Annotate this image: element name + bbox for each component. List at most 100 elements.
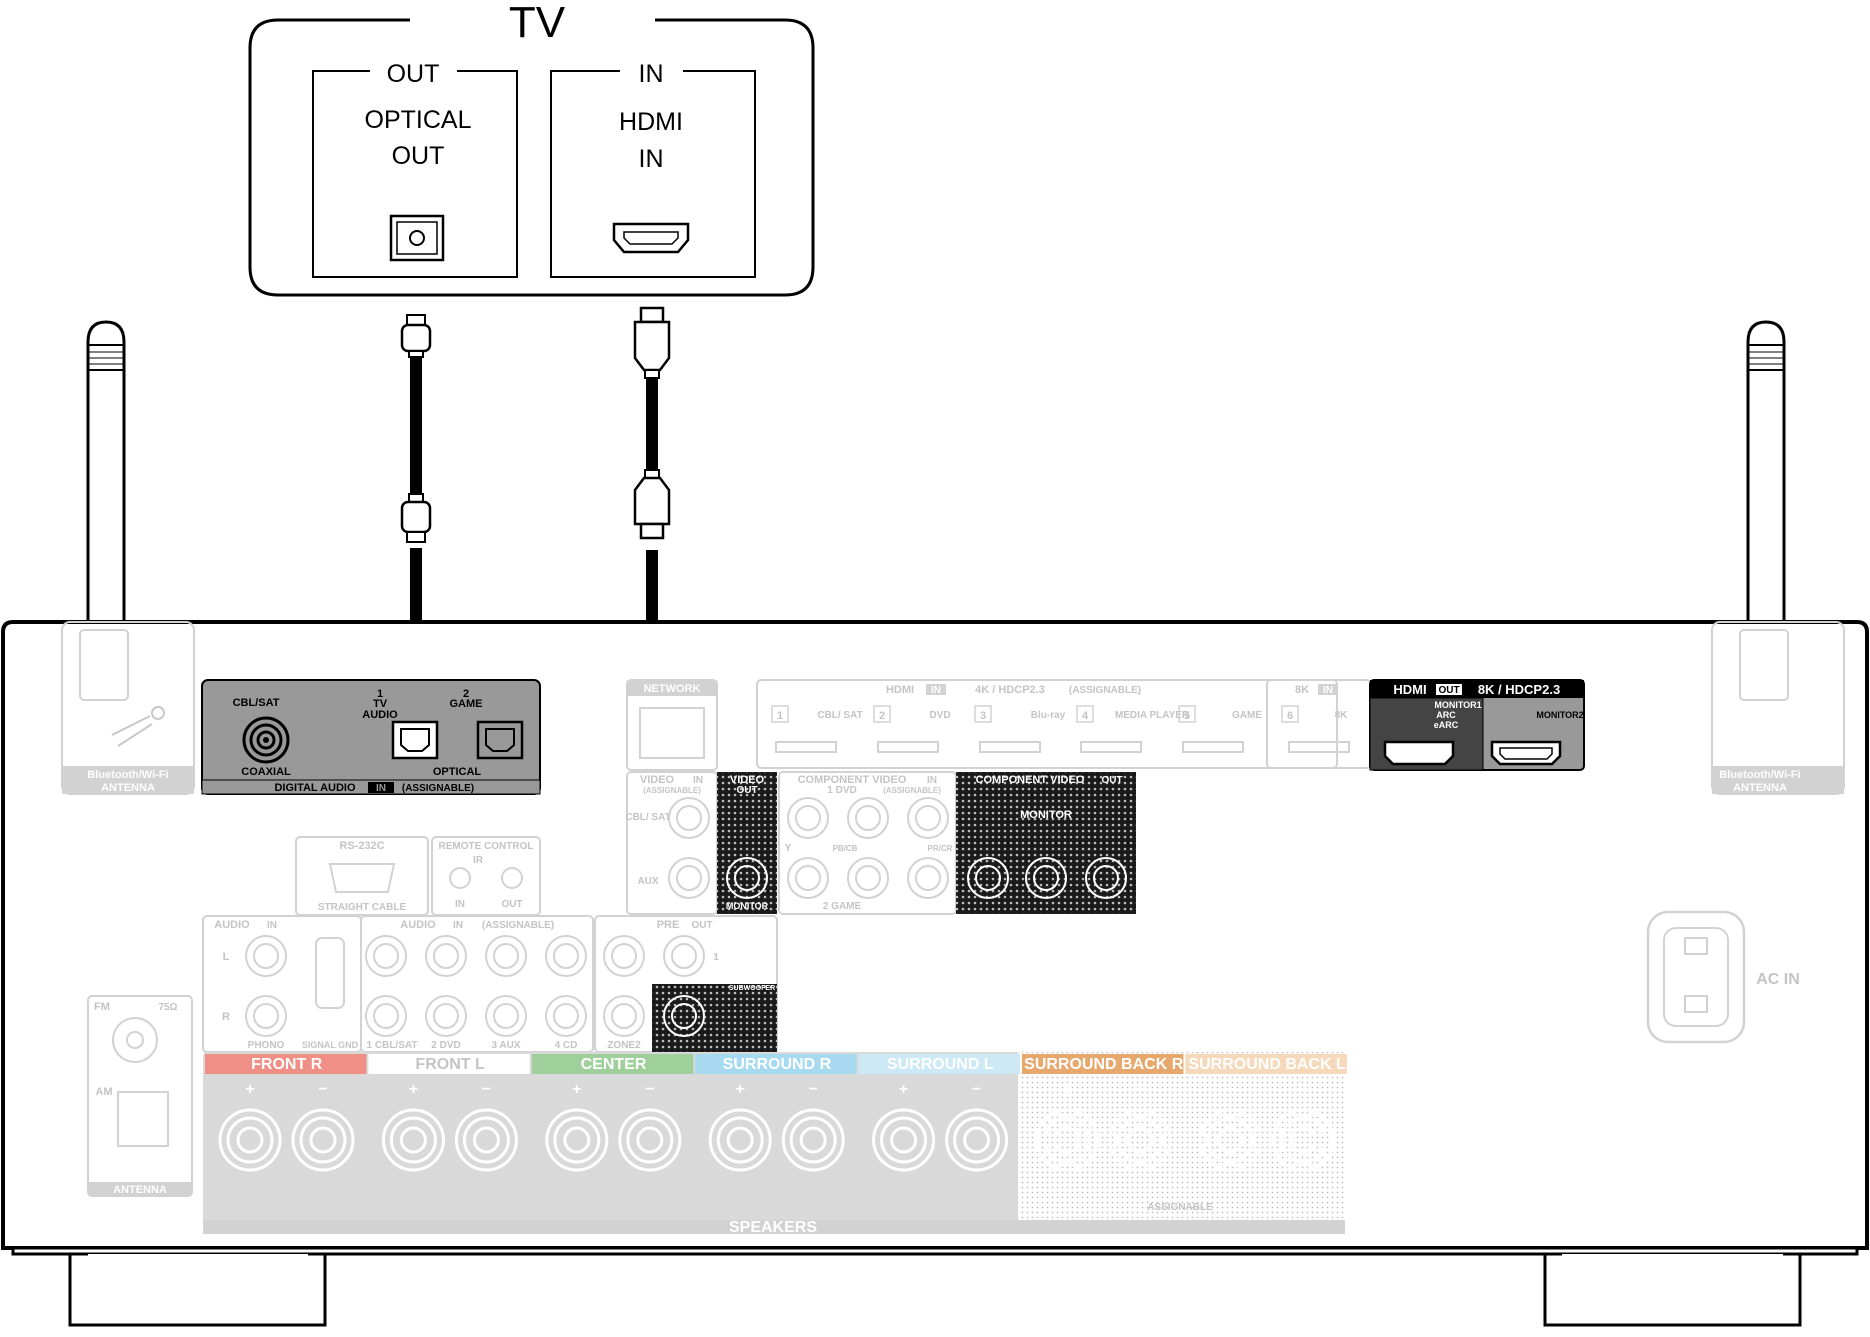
tv-hdmi-in-port[interactable]	[612, 222, 690, 254]
component-out-panel: COMPONENT VIDEO OUT MONITOR	[956, 772, 1136, 914]
speaker-header-bg	[368, 1054, 530, 1074]
remote-in: IN	[455, 899, 465, 910]
antenna-right-label-1: Bluetooth/Wi-Fi	[1719, 769, 1800, 781]
digital-audio-coaxial: COAXIAL	[241, 766, 291, 778]
speaker-terminal-plus[interactable]: +	[1198, 1081, 1262, 1172]
speaker-terminal-plus[interactable]: +	[381, 1081, 445, 1172]
rs232c-port[interactable]	[328, 863, 396, 893]
hdmi-out-badge: OUT	[1438, 685, 1459, 696]
hdmi-out-monitor2: MONITOR2	[1536, 710, 1583, 720]
minus-icon: −	[318, 1081, 327, 1098]
hdmi-in-8k-title: 8K	[1295, 684, 1309, 696]
audio-left-badge: IN	[267, 920, 277, 931]
ac-in-socket[interactable]	[1646, 910, 1746, 1044]
audio-left-l: L	[223, 951, 230, 963]
ac-in: AC IN	[1646, 910, 1800, 1044]
plus-icon: +	[1062, 1081, 1071, 1098]
component-out-jacks[interactable]	[967, 857, 1127, 899]
digital-audio-tv: TV	[373, 698, 388, 710]
video-in-jacks[interactable]	[668, 797, 710, 899]
foot-left	[68, 1252, 327, 1327]
speaker-terminal-minus[interactable]: −	[291, 1081, 355, 1172]
hdmi-in-num-6: 6	[1287, 710, 1293, 722]
digital-audio-title: DIGITAL AUDIO	[274, 782, 356, 794]
hdmi-out-monitor1: MONITOR1	[1434, 700, 1481, 710]
speaker-terminal-minus[interactable]: −	[1108, 1081, 1172, 1172]
minus-icon: −	[1299, 1081, 1308, 1098]
plus-icon: +	[736, 1081, 745, 1098]
speakers-assignable: ASSIGNABLE	[1147, 1202, 1213, 1213]
fm-jack[interactable]	[112, 1017, 158, 1063]
hdmi-in-label-5: GAME	[1232, 710, 1262, 721]
am-terminal[interactable]	[117, 1091, 169, 1147]
zone2-jacks[interactable]	[603, 935, 705, 1037]
digital-audio-tv-audio: AUDIO	[362, 709, 398, 721]
component-in-pb: PB/CB	[833, 844, 858, 853]
signal-gnd-terminal[interactable]	[315, 937, 345, 1009]
optical-jack-2-game[interactable]	[476, 720, 524, 760]
hdmi-in-spec: 4K / HDCP2.3	[975, 684, 1045, 696]
speakers-title: SPEAKERS	[729, 1219, 817, 1236]
audio-title: AUDIO	[400, 919, 436, 931]
hdmi-in-label-6: 8K	[1335, 710, 1349, 721]
speaker-terminal-plus[interactable]: +	[872, 1081, 936, 1172]
minus-icon: −	[972, 1081, 981, 1098]
plus-icon: +	[572, 1081, 581, 1098]
antenna-right	[1746, 320, 1786, 625]
video-in-badge: IN	[693, 775, 703, 786]
hdmi-in-label-1: CBL/ SAT	[817, 710, 862, 721]
speaker-channel-label: FRONT L	[415, 1056, 485, 1073]
speaker-terminal-plus[interactable]: +	[545, 1081, 609, 1172]
component-in-jacks[interactable]	[787, 797, 949, 899]
speaker-terminal-minus[interactable]: −	[945, 1081, 1009, 1172]
component-out-monitor: MONITOR	[1020, 809, 1072, 821]
hdmi-out-panel: HDMI OUT 8K / HDCP2.3 MONITOR1 ARC eARC …	[1369, 679, 1585, 771]
audio-input-2: 2 DVD	[431, 1040, 460, 1051]
video-out-panel: VIDEO OUT MONITOR	[717, 772, 777, 914]
foot-right	[1543, 1252, 1802, 1327]
video-in-aux: AUX	[637, 876, 658, 887]
video-out-badge: OUT	[736, 785, 757, 796]
tv-optical-out-port[interactable]	[389, 214, 445, 262]
speaker-terminal-minus[interactable]: −	[618, 1081, 682, 1172]
hdmi-out-monitor1-port[interactable]	[1383, 740, 1455, 766]
audio-assignable: (ASSIGNABLE)	[482, 920, 554, 931]
speaker-terminal-minus[interactable]: −	[1271, 1081, 1335, 1172]
speaker-terminal-plus[interactable]: +	[218, 1081, 282, 1172]
speaker-terminal-plus[interactable]: +	[708, 1081, 772, 1172]
minus-icon: −	[809, 1081, 818, 1098]
pre-out-zone2: ZONE2	[607, 1040, 641, 1051]
audio-left-gnd: SIGNAL GND	[302, 1040, 359, 1050]
speaker-channel-label: CENTER	[581, 1056, 647, 1073]
audio-jacks[interactable]	[365, 935, 587, 1037]
tv-out-box	[312, 70, 518, 278]
remote-out-jack[interactable]	[501, 867, 523, 889]
hdmi-out-monitor2-port[interactable]	[1490, 740, 1562, 766]
component-in-game: 2 GAME	[823, 901, 862, 912]
tv-optical-label-1: OPTICAL	[365, 106, 472, 134]
video-out-monitor-jack[interactable]	[726, 857, 768, 899]
coaxial-jack[interactable]	[242, 716, 290, 764]
tv-out-label: OUT	[387, 60, 440, 88]
speaker-header-bg	[1022, 1054, 1184, 1074]
speaker-terminal-minus[interactable]: −	[781, 1081, 845, 1172]
subwoofer-jack[interactable]	[663, 995, 705, 1037]
ac-in-label: AC IN	[1756, 971, 1800, 988]
digital-audio-tv-num: 1	[377, 688, 383, 700]
hdmi-in-title: HDMI	[886, 684, 914, 696]
hdmi-in-ports[interactable]	[775, 741, 1350, 753]
speaker-terminals[interactable]: +−+−+−+−+−+−+−	[218, 1081, 1335, 1172]
speaker-terminal-minus[interactable]: −	[454, 1081, 518, 1172]
phono-jacks[interactable]	[245, 935, 287, 1037]
rs232c-cable: STRAIGHT CABLE	[318, 902, 407, 913]
minus-icon: −	[482, 1081, 491, 1098]
plus-icon: +	[409, 1081, 418, 1098]
remote-in-jack[interactable]	[449, 867, 471, 889]
speaker-terminal-plus[interactable]: +	[1035, 1081, 1099, 1172]
optical-jack-1-tv[interactable]	[391, 720, 439, 760]
hdmi-out-title: HDMI	[1393, 682, 1426, 697]
speaker-channel-label: SURROUND BACK L	[1188, 1056, 1346, 1073]
antenna-left-label-1: Bluetooth/Wi-Fi	[87, 769, 168, 781]
audio-input-1: 1 CBL/SAT	[367, 1040, 418, 1051]
